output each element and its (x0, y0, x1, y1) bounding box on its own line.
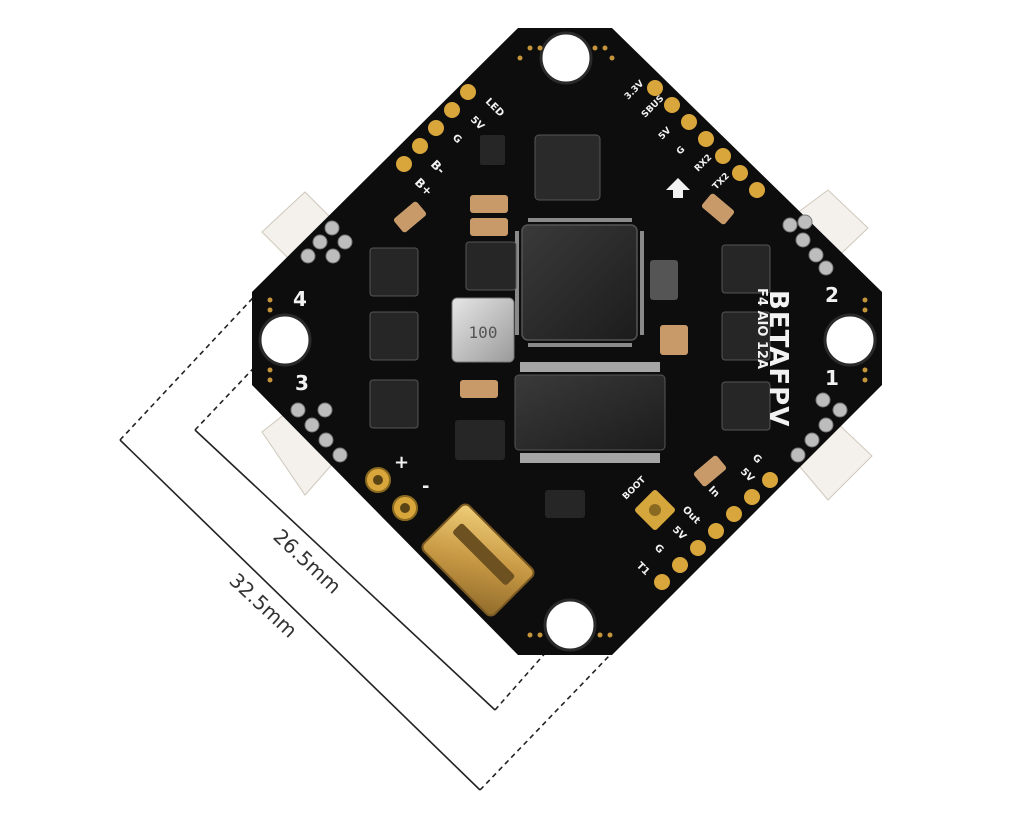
mounting-hole-left (258, 313, 312, 367)
power-label-plus: + (394, 452, 409, 473)
power-label-minus: - (422, 476, 429, 497)
model-text: F4 AIO 12A (754, 288, 769, 369)
mcu-chip (521, 224, 638, 341)
motor-label-4: 4 (293, 287, 307, 311)
mounting-hole-bottom (543, 598, 597, 652)
motor-label-3: 3 (295, 371, 309, 395)
mounting-hole-right (823, 313, 877, 367)
pads-top-left (396, 84, 476, 172)
brand-text: BETAFPV (763, 290, 793, 427)
pads-bottom-right (654, 472, 778, 590)
motor-solder-joints (290, 214, 848, 463)
power-pads (365, 467, 418, 521)
motor-label-1: 1 (825, 366, 839, 390)
motor-label-2: 2 (825, 283, 839, 307)
svg-text:100: 100 (469, 323, 498, 342)
mounting-hole-top (539, 31, 593, 85)
gyro-chip (534, 134, 601, 201)
edge-pad-dots (267, 45, 868, 638)
arrow-icon (666, 178, 690, 198)
inductor (451, 297, 515, 363)
mounting-holes (258, 31, 877, 652)
dimension-lines (119, 284, 611, 791)
components: 100 (369, 134, 771, 530)
pads-top-right (647, 80, 765, 198)
esc-driver-chip (514, 374, 666, 451)
usb-connector (421, 503, 535, 617)
